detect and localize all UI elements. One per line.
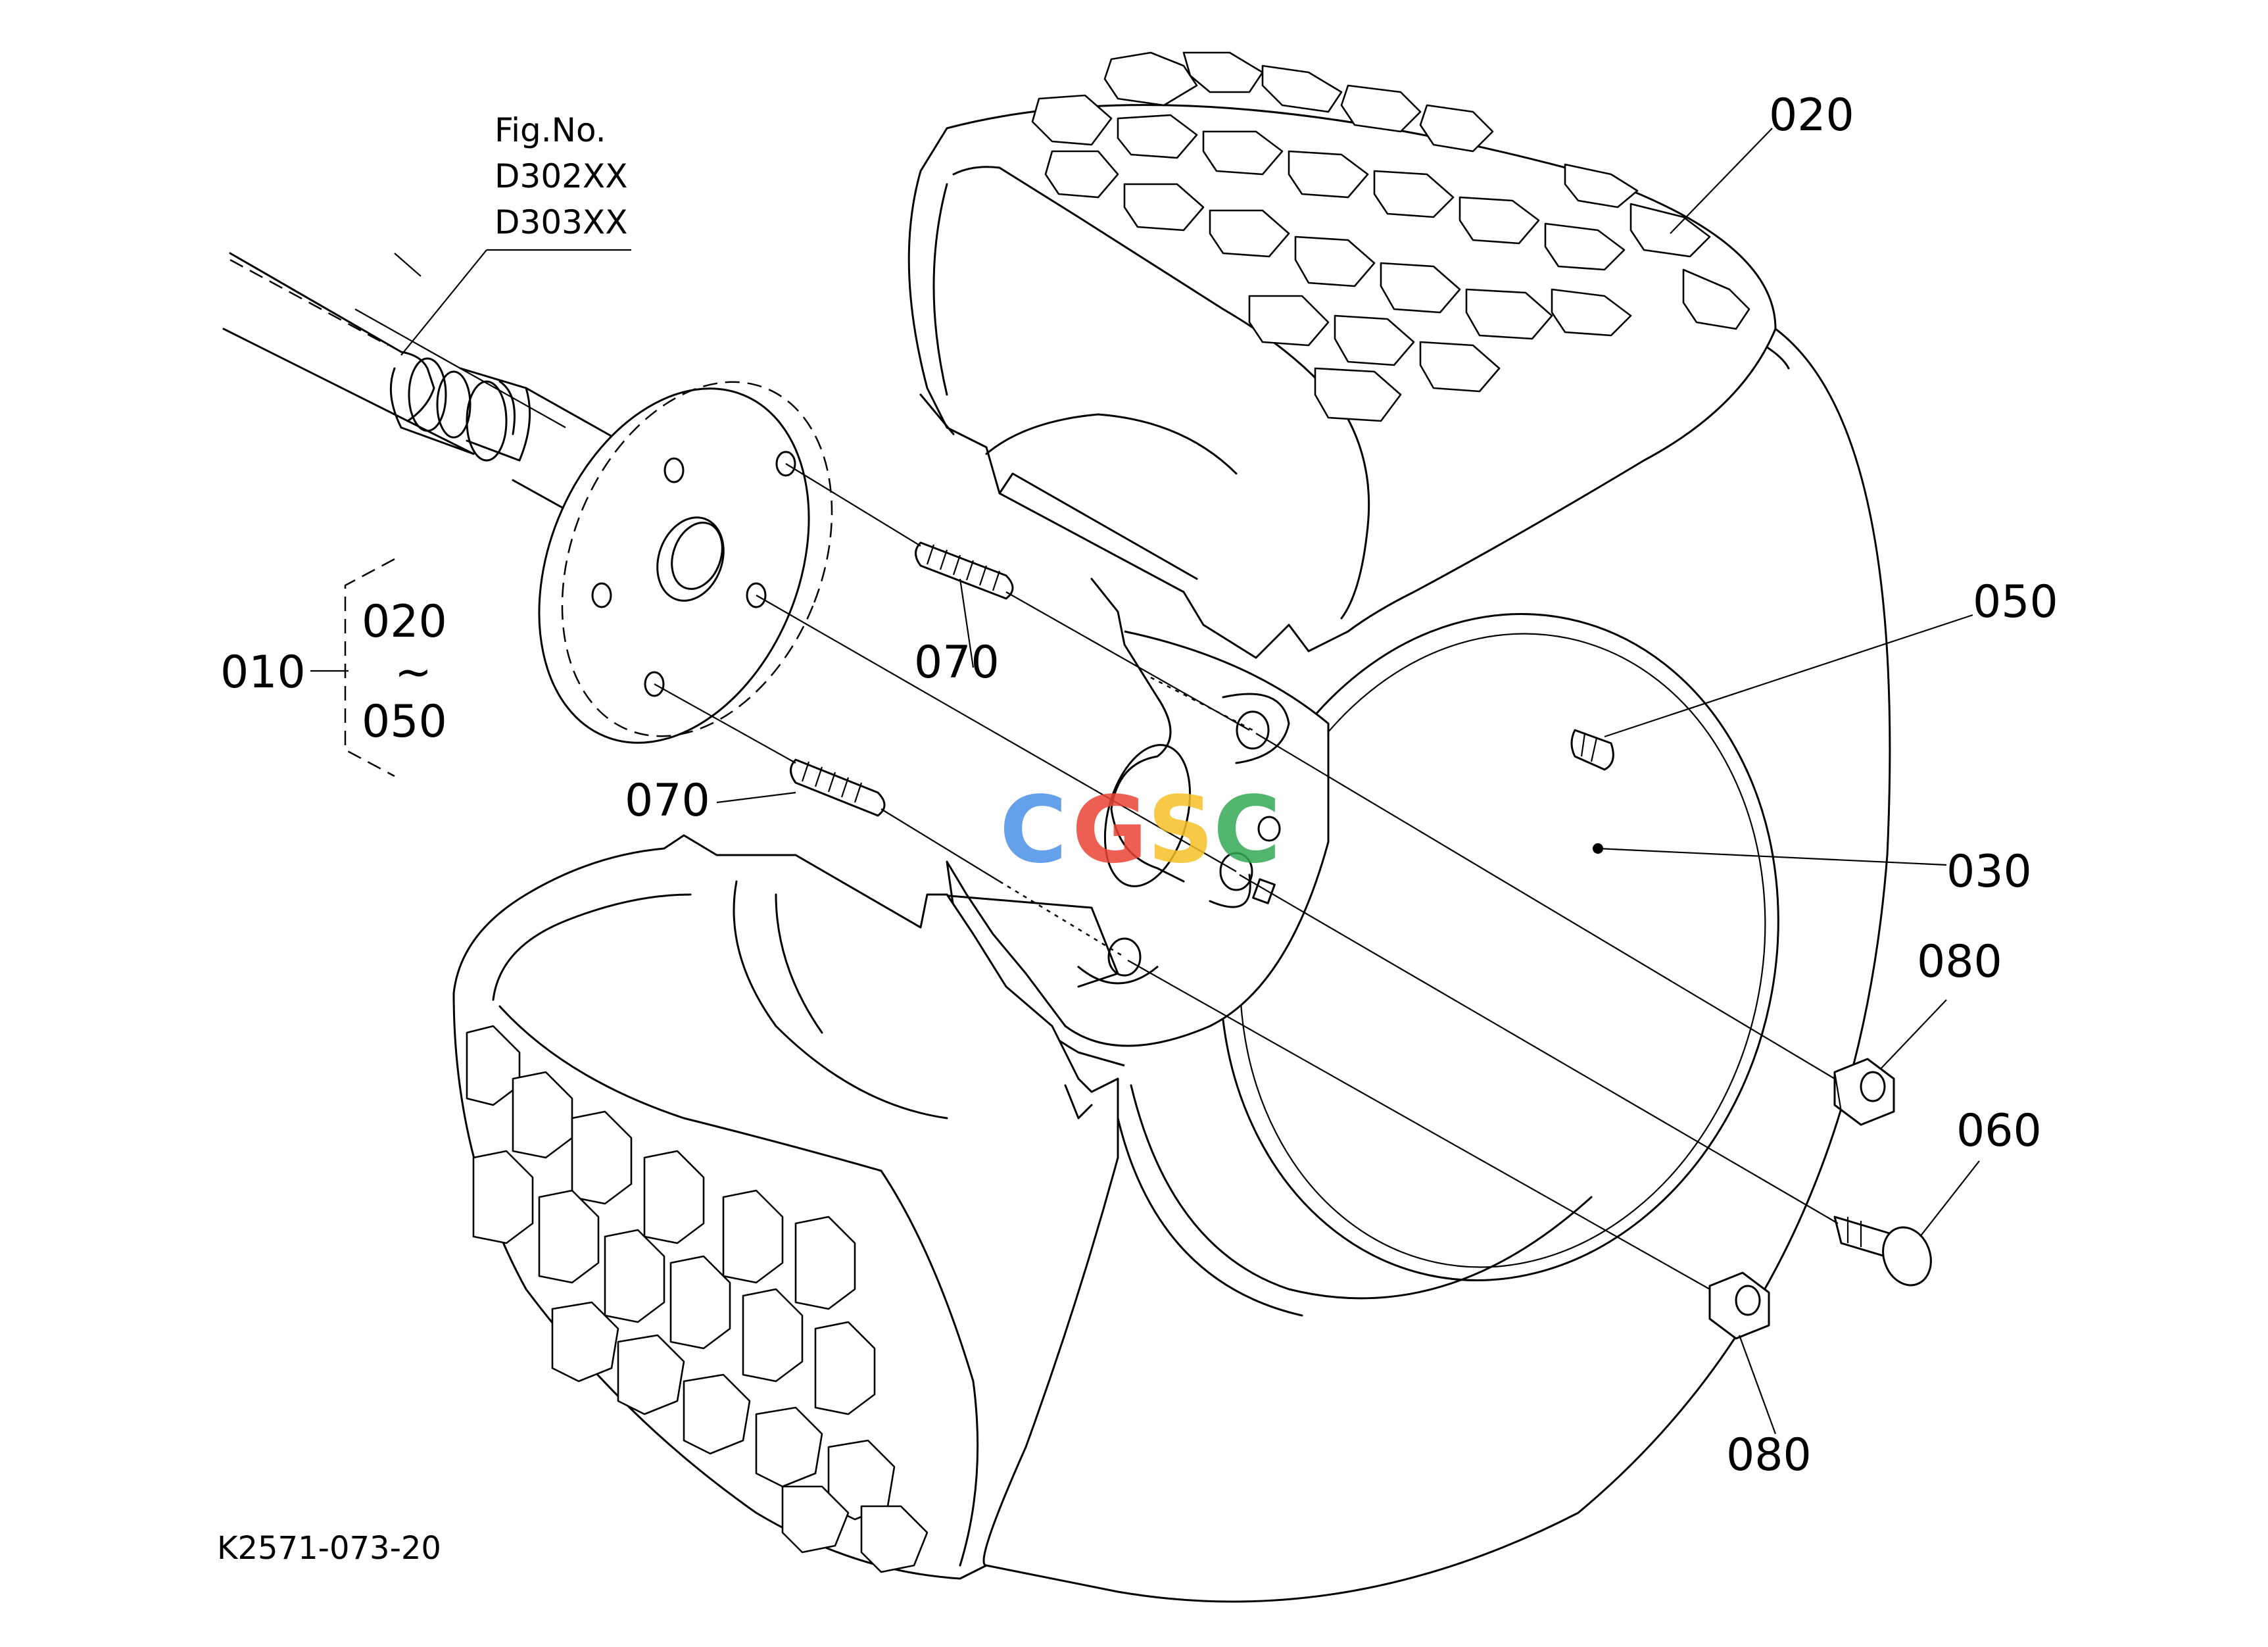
- label-part-030: 030: [1946, 846, 2032, 898]
- watermark-letter-4: C: [1213, 777, 1281, 884]
- nut-lower: [1708, 1271, 1770, 1340]
- label-group-050: 050: [362, 696, 447, 748]
- group-bracket-010: [344, 558, 395, 777]
- label-group-020: 020: [362, 596, 447, 648]
- figure-ref-heading: Fig.No.: [495, 111, 606, 149]
- figure-ref-code-1: D302XX: [495, 157, 627, 195]
- stud-bolt-upper: [915, 541, 1014, 600]
- watermark-letter-1: C: [1000, 777, 1067, 884]
- valve-stem: [1570, 729, 1614, 771]
- label-part-020: 020: [1769, 89, 1854, 141]
- leader-lines: [310, 128, 1980, 1435]
- label-group-range: ~: [395, 647, 432, 699]
- axle-shaft: [222, 252, 633, 514]
- label-part-070-upper: 070: [914, 637, 1000, 689]
- stud-bolt-lower: [790, 758, 886, 817]
- tread-lugs-lower: [466, 1025, 929, 1573]
- watermark-letter-2: G: [1072, 777, 1147, 884]
- label-part-010: 010: [220, 647, 306, 699]
- assembly-axis-lines: [654, 463, 1839, 1290]
- tire-lower-half: [452, 834, 1119, 1580]
- label-part-080-lower: 080: [1726, 1429, 1812, 1481]
- watermark-letter-3: S: [1147, 777, 1214, 884]
- figure-ref-code-2: D303XX: [495, 203, 627, 241]
- wheel-rim-disc: [932, 578, 1330, 1067]
- label-part-070-lower: 070: [625, 775, 710, 827]
- part-labels: Fig.No. D302XX D303XX 020 050 030 080 06…: [217, 89, 2058, 1567]
- wheel-bolt: [1833, 1216, 1932, 1287]
- tire-upper-half: [907, 51, 1777, 659]
- hub-plate: [538, 381, 833, 744]
- label-part-080-upper: 080: [1917, 936, 2002, 988]
- label-part-050: 050: [1973, 576, 2058, 628]
- watermark-logo: C G S C: [1000, 777, 1281, 884]
- label-part-060: 060: [1956, 1105, 2042, 1157]
- drawing-code: K2571-073-20: [217, 1530, 441, 1567]
- nut-upper: [1833, 1058, 1895, 1126]
- tread-lugs-upper: [1031, 51, 1750, 422]
